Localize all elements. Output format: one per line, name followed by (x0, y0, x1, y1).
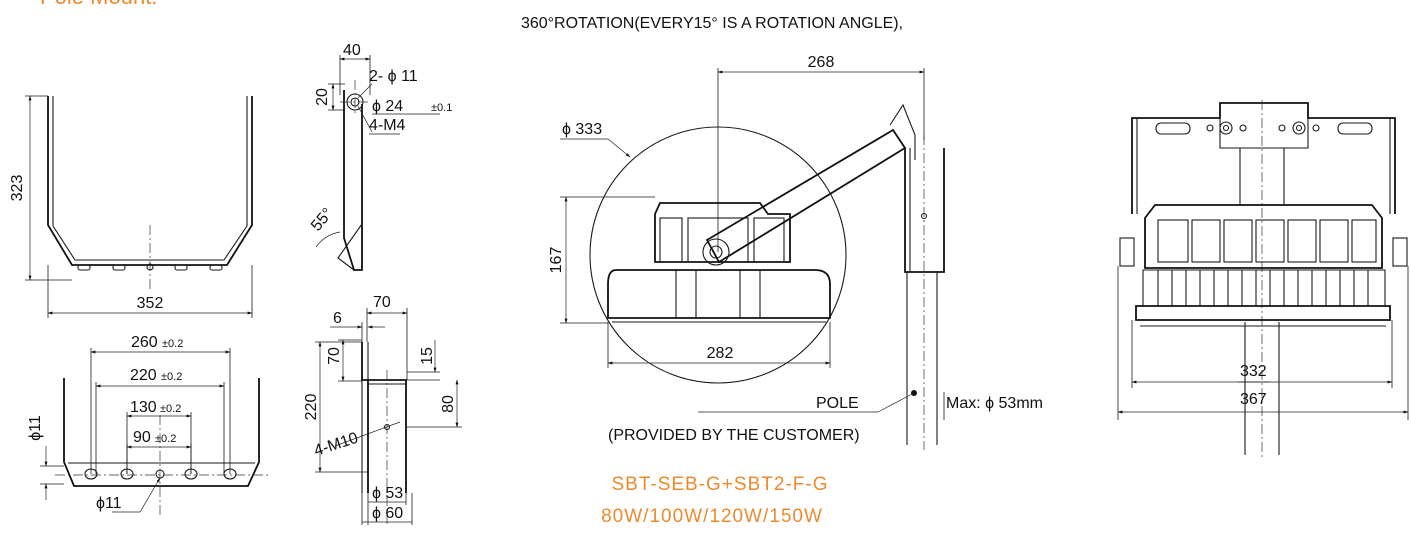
bottom-tol-220: ±0.2 (161, 371, 182, 383)
bottom-tol-90: ±0.2 (155, 433, 176, 445)
side-width-label: 40 (343, 42, 361, 59)
front-w1-label: 332 (1240, 363, 1267, 380)
side-offset-label: 20 (314, 88, 331, 106)
pole-clamp: 70 6 70 15 80 220 4-M10 ϕ 53 (303, 294, 462, 525)
product-model: SBT-SEB-G+SBT2-F-G (611, 474, 828, 495)
bracket-side-view: 40 20 2- ϕ 11 ϕ 24 ±0.1 4-M4 55° (308, 42, 452, 271)
clamp-h3-label: 80 (440, 395, 457, 413)
clamp-outer-label: ϕ 60 (372, 505, 403, 522)
dia-tol-label: ±0.1 (431, 102, 452, 114)
clamp-h2-label: 15 (419, 347, 436, 365)
product-wattage: 80W/100W/120W/150W (601, 506, 823, 527)
bracket-height-label: 323 (9, 175, 26, 202)
bracket-width-label: 352 (137, 295, 164, 312)
bracket-bottom-view: 260 ±0.2 220 ±0.2 130 ±0.2 90 ±0.2 ϕ11 ϕ… (27, 334, 268, 515)
clamp-bolt-label: 4-M10 (312, 430, 360, 460)
rotation-note: 360°ROTATION(EVERY15° IS A ROTATION ANGL… (521, 15, 903, 32)
holes-label: 2- ϕ 11 (369, 68, 418, 85)
bottom-tol-130: ±0.2 (160, 403, 181, 415)
bracket-front-view: 323 352 (9, 95, 253, 318)
page-title: Pole Mount: (40, 0, 157, 9)
bottom-dim-220: 220 (130, 367, 157, 384)
width-label: 282 (707, 345, 734, 362)
angle-label: 55° (308, 205, 337, 234)
side-hole-label: ϕ11 (27, 415, 44, 441)
clamp-h1-label: 70 (326, 347, 343, 365)
pole-note: (PROVIDED BY THE CUSTOMER) (608, 427, 860, 444)
bottom-dim-260: 260 (131, 334, 158, 351)
clamp-inner-label: ϕ 53 (372, 485, 403, 502)
reach-label: 268 (808, 54, 835, 71)
bottom-dim-90: 90 (133, 429, 151, 446)
height-label: 167 (548, 247, 565, 274)
front-w2-label: 367 (1240, 391, 1267, 408)
pole-max-label: Max: ϕ 53mm (946, 395, 1043, 412)
bottom-hole-label: ϕ11 (96, 495, 122, 512)
pole-label: POLE (816, 395, 859, 412)
fixture-side-view: 268 ϕ 333 167 282 POLE (PROVIDED BY THE … (548, 54, 1043, 450)
swing-label: ϕ 333 (562, 121, 602, 138)
bottom-tol-260: ±0.2 (162, 338, 183, 350)
thread-label: 4-M4 (369, 117, 406, 134)
fixture-front-view: 332 367 (1117, 100, 1409, 460)
clamp-width-label: 70 (373, 294, 391, 311)
bottom-dim-130: 130 (130, 399, 157, 416)
clamp-total-label: 220 (303, 394, 320, 421)
clamp-thick-label: 6 (333, 310, 342, 327)
dia-label: ϕ 24 (372, 98, 403, 115)
